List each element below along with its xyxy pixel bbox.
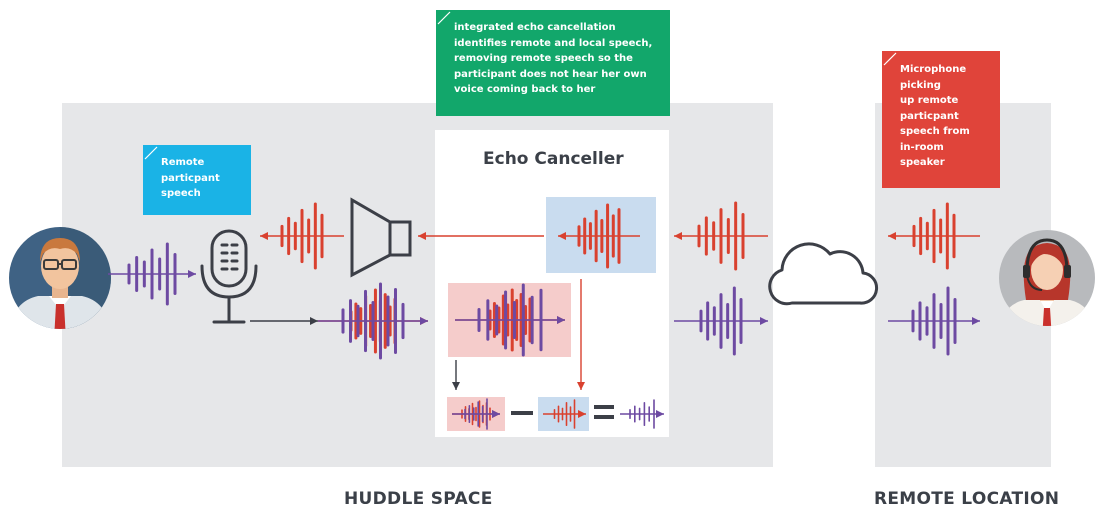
reference-down-arrow-head <box>577 382 585 390</box>
equals-sign-top <box>594 405 614 409</box>
mic-pickup-callout: Microphone picking up remote particpant … <box>882 51 1000 188</box>
remote-participant-avatar <box>999 230 1095 326</box>
corner-fold-icon <box>883 52 897 66</box>
echo-canceller-title: Echo Canceller <box>483 149 624 169</box>
callout-line: identifies remote and local speech, <box>454 37 653 49</box>
speaker-output-wave-arrowhead <box>260 232 268 240</box>
reference-to-speaker-arrow-head <box>418 232 426 240</box>
callout-line: Remote <box>161 157 205 168</box>
echo-cancellation-callout: integrated echo cancellation identifies … <box>436 10 670 116</box>
huddle-space-label: HUDDLE SPACE <box>344 489 493 509</box>
remote-location-out-wave-arrowhead <box>972 317 980 325</box>
callout-line: voice coming back to her <box>454 84 596 95</box>
minus-sign <box>511 411 533 415</box>
callout-line: picking <box>900 79 941 91</box>
callout-line: participant does not hear her own <box>454 68 647 80</box>
mic-output-arrow-head <box>310 317 318 325</box>
callout-line: Microphone <box>900 64 967 75</box>
callout-line: up remote <box>900 95 959 106</box>
cloud-icon <box>768 242 879 306</box>
callout-line: speaker <box>900 157 945 168</box>
remote-speech-callout: Remote particpant speech <box>143 145 251 215</box>
equation-reference-wave-arrowhead <box>578 410 586 418</box>
mix-down-arrow-head <box>452 382 460 390</box>
corner-fold-icon <box>437 11 451 25</box>
callout-line: integrated echo cancellation <box>454 22 616 33</box>
remote-location-in-wave-arrowhead <box>888 232 896 240</box>
canceller-local-wave-arrowhead <box>557 316 565 324</box>
equation-mixed-local-wave-arrowhead <box>492 410 500 418</box>
outgoing-clean-wave-arrowhead <box>760 317 768 325</box>
callout-line: in-room <box>900 141 944 153</box>
equation-result-wave-arrowhead <box>656 410 664 418</box>
callout-line: speech <box>161 188 201 199</box>
speaker-icon <box>350 197 412 278</box>
mixed-local-wave-arrowhead <box>420 317 428 325</box>
reference-wave-arrowhead <box>558 232 566 240</box>
corner-fold-icon <box>144 146 158 160</box>
callout-line: speech from <box>900 126 970 137</box>
local-participant-avatar <box>9 227 111 329</box>
callout-line: particpant <box>900 110 959 122</box>
microphone-icon <box>200 229 258 324</box>
incoming-remote-wave-arrowhead <box>674 232 682 240</box>
remote-location-label: REMOTE LOCATION <box>874 489 1060 509</box>
local-speech-wave-arrowhead <box>188 270 196 278</box>
callout-line: removing remote speech so the <box>454 53 633 64</box>
equals-sign-bottom <box>594 415 614 419</box>
callout-line: particpant <box>161 172 220 184</box>
